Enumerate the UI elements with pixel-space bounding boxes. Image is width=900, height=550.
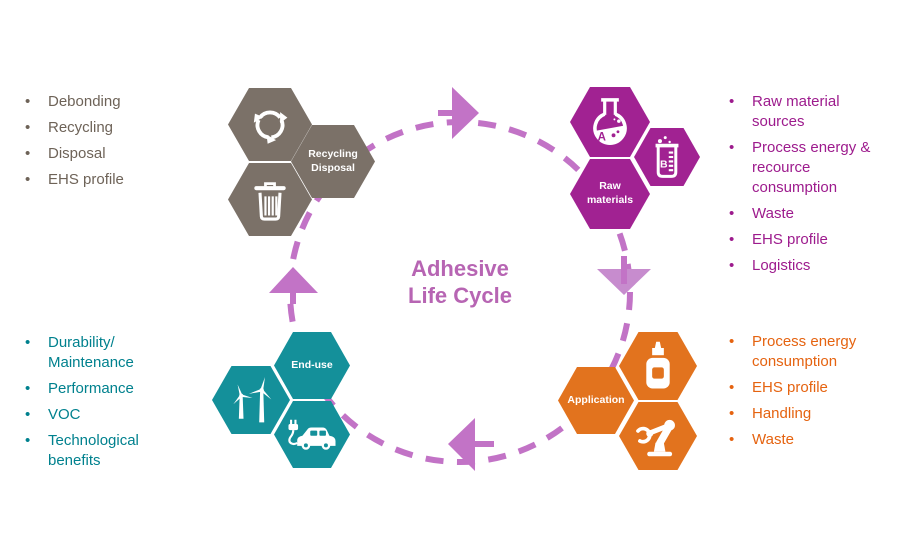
- list-item: Raw material sources: [726, 92, 900, 132]
- hex-label-recycling-disposal: Recycling Disposal: [291, 125, 375, 198]
- hex-label-text: Recycling Disposal: [308, 147, 358, 174]
- list-item: Debonding: [22, 92, 200, 112]
- glue-bottle-icon: [646, 341, 670, 389]
- beaker-b-icon: B: [655, 136, 679, 178]
- electric-car-icon: [288, 419, 336, 450]
- list-item: Performance: [22, 379, 200, 399]
- beaker-letter: B: [660, 159, 668, 171]
- hex-trash: [228, 163, 312, 236]
- cycle-arrow-bottom-icon: [448, 418, 475, 471]
- list-item: Durability/ Maintenance: [22, 333, 200, 373]
- robot-arm-icon: [634, 419, 675, 457]
- hex-beaker: B: [634, 128, 700, 186]
- hex-label-text: Raw materials: [586, 180, 634, 206]
- hex-wind-turbines: [212, 366, 290, 434]
- raw-materials-list: Raw material sourcesProcess energy & rec…: [726, 92, 900, 282]
- cycle-arrow-top-icon: [452, 87, 479, 139]
- hex-robot-arm: [619, 402, 697, 470]
- list-item: EHS profile: [726, 230, 900, 250]
- application-list: Process energy consumptionEHS profileHan…: [726, 332, 900, 456]
- hex-label-application: Application: [558, 367, 634, 434]
- list-item: EHS profile: [22, 170, 200, 190]
- list-item: Waste: [726, 204, 900, 224]
- list-item: VOC: [22, 405, 200, 425]
- list-item: EHS profile: [726, 378, 900, 398]
- diagram-title: Adhesive Life Cycle: [350, 255, 570, 309]
- list-item: Logistics: [726, 256, 900, 276]
- flask-a-icon: A: [593, 98, 627, 145]
- list-item: Technological benefits: [22, 431, 200, 471]
- flask-letter: A: [598, 132, 606, 144]
- list-item: Handling: [726, 404, 900, 424]
- title-line-1: Adhesive: [411, 256, 509, 281]
- title-line-2: Life Cycle: [408, 283, 512, 308]
- hex-label-text: Application: [567, 393, 625, 406]
- list-item: Disposal: [22, 144, 200, 164]
- list-item: Waste: [726, 430, 900, 450]
- list-item: Recycling: [22, 118, 200, 138]
- hex-glue-bottle: [619, 332, 697, 400]
- trash-icon: [254, 181, 286, 221]
- list-item: Process energy consumption: [726, 332, 900, 372]
- recycling-disposal-list: DebondingRecyclingDisposalEHS profile: [22, 92, 200, 196]
- hex-label-text: End-use: [291, 358, 333, 371]
- recycling-icon: [253, 110, 288, 144]
- end-use-list: Durability/ MaintenancePerformanceVOC Tec…: [22, 333, 200, 477]
- list-item: Process energy & recource consumption: [726, 138, 900, 198]
- wind-turbines-icon: [233, 377, 272, 423]
